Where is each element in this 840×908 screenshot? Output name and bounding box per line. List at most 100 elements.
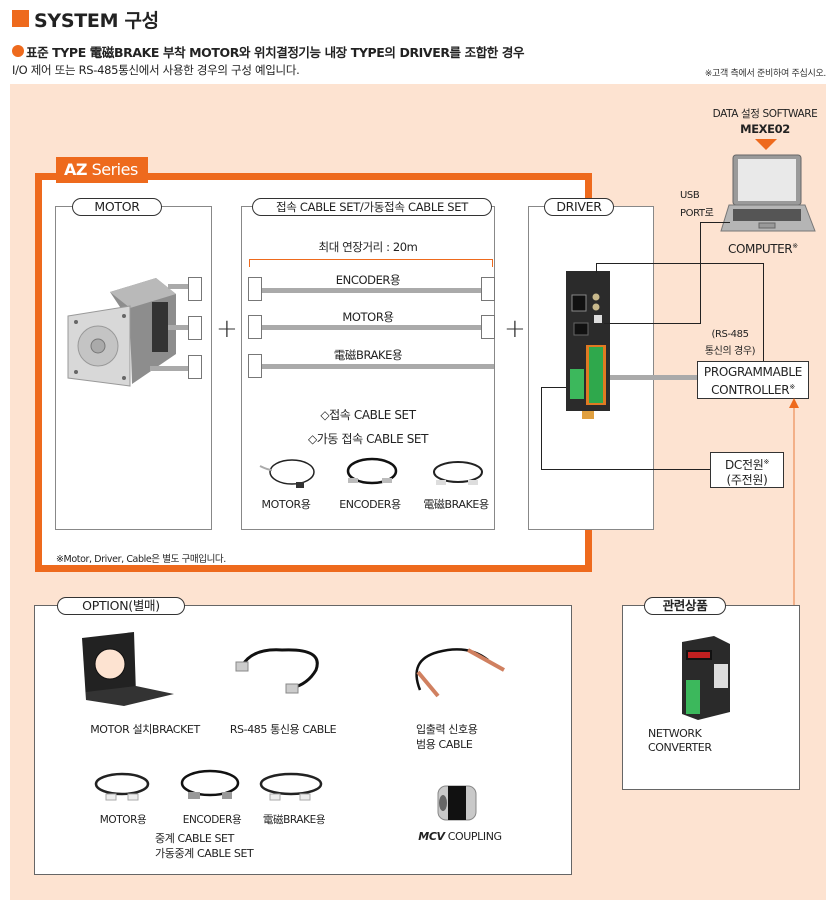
cable-set-title: 접속 CABLE SET/가동접속 CABLE SET — [252, 198, 492, 216]
motor-connector-2 — [188, 316, 202, 340]
power-wire-vertical — [541, 387, 542, 469]
option-label-bracket: MOTOR 설치BRACKET — [90, 723, 200, 736]
motor-cable-stub-1 — [168, 284, 188, 289]
plc-line1: PROGRAMMABLE — [703, 365, 803, 379]
motor-connector-3 — [188, 355, 202, 379]
motor-cable-stub-3 — [150, 366, 188, 371]
network-converter-line1: NETWORK — [648, 727, 702, 740]
coupling-image — [437, 785, 477, 821]
relay-motor-cable-image — [94, 772, 150, 801]
power-wire-bottom — [541, 469, 711, 470]
brake-cable-left-connector — [248, 354, 262, 378]
coupling-label-bold: MCV — [418, 830, 445, 843]
encoder-cable — [262, 288, 482, 293]
rs485-wire-down — [763, 263, 764, 363]
software-name: MEXE02 — [740, 122, 790, 136]
subtitle: 표준 TYPE 電磁BRAKE 부착 MOTOR와 위치결정기능 내장 TYPE… — [26, 45, 525, 60]
relay-encoder-cable-image — [180, 769, 240, 799]
customer-note: ※고객 측에서 준비하여 주십시오. — [704, 69, 827, 79]
coupling-label-rest: COUPLING — [444, 830, 502, 843]
network-converter-image — [682, 636, 730, 720]
rs485-note-line2: 통신의 경우) — [704, 346, 756, 357]
network-converter-line2: CONVERTER — [648, 741, 712, 754]
max-length-bracket — [249, 259, 493, 267]
motor-cable-stub-2 — [168, 325, 188, 330]
motor-bracket-image — [82, 632, 174, 706]
plc-line2: CONTROLLER※ — [698, 380, 808, 398]
usb-label-line1: USB — [680, 190, 700, 201]
cable-label-motor: MOTOR용 — [342, 310, 394, 324]
computer-label-text: COMPUTER — [728, 242, 793, 256]
option-title: OPTION(별매) — [57, 597, 185, 615]
laptop-icon — [720, 154, 816, 232]
dc-power-line1-text: DC전원 — [724, 458, 764, 472]
max-length-label: 최대 연장거리 : 20m — [318, 240, 418, 254]
cable-label-encoder: ENCODER용 — [335, 273, 401, 287]
encoder-cable-left-connector — [248, 277, 262, 301]
arrow-up-line — [789, 398, 799, 606]
rs485-wire-drop — [596, 263, 597, 273]
brake-cable-photo — [433, 461, 483, 485]
az-tab-bold: AZ — [64, 160, 87, 179]
encoder-cable-photo — [346, 457, 398, 485]
relay-label-encoder: ENCODER용 — [182, 814, 242, 826]
related-products-title: 관련상품 — [644, 597, 726, 615]
az-tab-rest: Series — [86, 160, 139, 179]
motor-cable-right-connector — [481, 315, 495, 339]
relay-label-brake: 電磁BRAKE용 — [262, 814, 326, 826]
rs485-cable-image — [235, 648, 319, 694]
usb-wire-vertical — [700, 222, 701, 323]
motor-title: MOTOR — [72, 198, 162, 216]
page-title: SYSTEM 구성 — [34, 10, 159, 32]
rs485-note-line1: (RS-485 — [711, 329, 749, 340]
option-label-io-cable-line1: 입출력 신호용 — [416, 723, 478, 736]
brake-cable — [262, 364, 494, 369]
az-footnote: ※Motor, Driver, Cable은 별도 구매입니다. — [56, 554, 226, 565]
title-square-icon — [12, 10, 29, 27]
motor-cable-photo — [259, 459, 315, 488]
driver-unit-image — [566, 271, 610, 419]
usb-wire-to-driver — [604, 323, 701, 324]
driver-title: DRIVER — [544, 198, 614, 216]
io-signal-cable-image — [415, 648, 505, 698]
computer-label: COMPUTER※ — [728, 242, 798, 256]
option-label-coupling: MCV COUPLING — [400, 830, 520, 843]
plus-sign-2: + — [504, 314, 526, 344]
io-cable-to-plc — [610, 375, 698, 380]
cable-label-brake: 電磁BRAKE용 — [333, 348, 403, 362]
dc-power-line1: DC전원※ — [711, 455, 783, 473]
dc-power-note-mark: ※ — [763, 458, 770, 466]
encoder-cable-right-connector — [481, 277, 495, 301]
relay-brake-cable-image — [259, 772, 323, 801]
computer-note-mark: ※ — [792, 242, 798, 250]
usb-label-line2: PORT로 — [680, 208, 714, 219]
option-label-rs485-cable: RS-485 통신용 CABLE — [229, 723, 337, 736]
relay-set-line2: 가동중계 CABLE SET — [155, 847, 254, 860]
photo-label-motor: MOTOR용 — [261, 498, 311, 511]
az-series-tab: AZ Series — [56, 157, 148, 183]
software-label: DATA 설정 SOFTWARE — [712, 108, 818, 120]
cable-set-type-2: ◇가동 접속 CABLE SET — [307, 432, 429, 446]
plus-sign-1: + — [216, 314, 238, 344]
plc-box: PROGRAMMABLE CONTROLLER※ — [697, 361, 809, 399]
dc-power-line2: (주전원) — [726, 473, 768, 487]
plc-note-mark: ※ — [789, 383, 795, 391]
relay-set-line1: 중계 CABLE SET — [155, 832, 234, 845]
rs485-wire-top — [596, 263, 764, 264]
relay-label-motor: MOTOR용 — [99, 814, 147, 826]
option-label-io-cable-line2: 범용 CABLE — [416, 738, 473, 751]
stepper-motor-image — [67, 278, 176, 387]
description: I/O 제어 또는 RS-485통신에서 사용한 경우의 구성 예입니다. — [12, 63, 300, 77]
motor-connector-1 — [188, 277, 202, 301]
photo-label-encoder: ENCODER용 — [339, 498, 401, 511]
power-wire-top — [541, 387, 566, 388]
photo-label-brake: 電磁BRAKE용 — [423, 498, 489, 511]
plc-line2-text: CONTROLLER — [711, 383, 790, 397]
arrow-down-icon — [755, 139, 777, 150]
motor-cable — [262, 325, 482, 330]
usb-wire-top — [700, 222, 730, 223]
bullet-dot-icon — [12, 45, 24, 57]
dc-power-box: DC전원※ (주전원) — [710, 452, 784, 488]
motor-cable-left-connector — [248, 315, 262, 339]
cable-set-type-1: ◇접속 CABLE SET — [320, 408, 416, 422]
